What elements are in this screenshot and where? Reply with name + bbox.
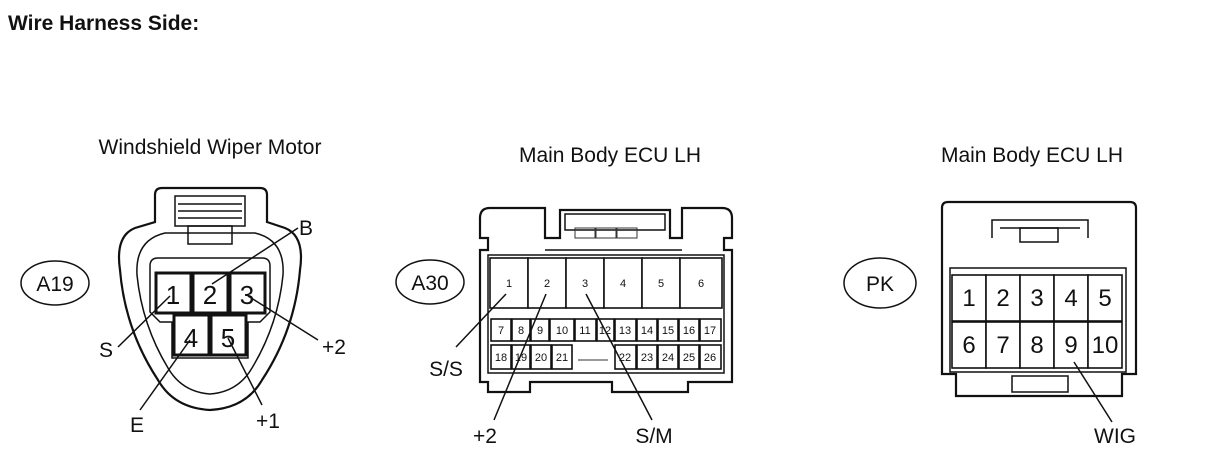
a30-pin-number: 22 bbox=[619, 352, 631, 364]
connector-pk-latch bbox=[991, 219, 1089, 238]
a30-top-row: 1 2 3 4 5 6 bbox=[489, 257, 723, 309]
a30-pin-number: 3 bbox=[582, 278, 588, 290]
a30-callout-line bbox=[493, 293, 547, 421]
a30-pin-number: 23 bbox=[641, 352, 653, 364]
a30-pin-number: 18 bbox=[495, 352, 507, 364]
pk-pin-number: 4 bbox=[1064, 285, 1077, 312]
a30-low-row-right: 22 23 24 25 26 bbox=[614, 344, 722, 370]
connector-pk-name: Main Body ECU LH bbox=[941, 144, 1123, 167]
connector-pk-pin-area bbox=[949, 267, 1127, 373]
a19-pin-cell bbox=[172, 313, 211, 357]
a30-low-row-left: 18 19 20 21 bbox=[490, 344, 573, 370]
connector-pk: Main Body ECU LH PK 1 2 3 4 5 bbox=[843, 144, 1138, 448]
pk-pin-number: 7 bbox=[996, 332, 1009, 359]
connector-a19-name: Windshield Wiper Motor bbox=[99, 136, 322, 159]
pk-callout-label: WIG bbox=[1094, 425, 1136, 448]
a19-callout-label: B bbox=[299, 217, 313, 240]
connector-a30: Main Body ECU LH A30 1 2 3 4 5 6 bbox=[395, 144, 734, 448]
connector-pk-housing bbox=[940, 200, 1138, 398]
pk-pin-number: 8 bbox=[1030, 332, 1043, 359]
a30-pin-number: 4 bbox=[620, 278, 626, 290]
a30-pin-number: 6 bbox=[698, 278, 704, 290]
a30-pin-number: 10 bbox=[556, 325, 568, 337]
pk-pin-number: 1 bbox=[962, 285, 975, 312]
a30-pin-number: 24 bbox=[662, 352, 674, 364]
a19-pin-number: 4 bbox=[184, 323, 198, 353]
connector-a30-clip bbox=[564, 213, 666, 231]
a30-pin-number: 13 bbox=[619, 325, 631, 337]
a19-callout-line bbox=[211, 227, 299, 285]
a19-pin-number: 3 bbox=[240, 280, 254, 310]
a30-pin-number: 11 bbox=[579, 325, 590, 337]
a30-callout-label: S/M bbox=[635, 425, 672, 448]
pk-pin-number: 5 bbox=[1098, 285, 1111, 312]
a30-pin-number: 17 bbox=[704, 325, 716, 337]
pk-pin-number: 9 bbox=[1064, 332, 1077, 359]
a30-pin-number: 5 bbox=[658, 278, 664, 290]
pk-pin-number: 3 bbox=[1030, 285, 1043, 312]
a30-callout-label: S/S bbox=[429, 358, 463, 381]
a19-callout-label: E bbox=[130, 414, 144, 437]
connector-a19-housing bbox=[117, 186, 303, 412]
a30-pin-number: 14 bbox=[641, 325, 653, 337]
connector-a19-pin-area bbox=[149, 257, 271, 359]
a19-pin-number: 2 bbox=[203, 280, 217, 310]
connector-a19-id: A19 bbox=[36, 273, 73, 296]
a30-pin-number: 21 bbox=[556, 352, 568, 364]
connector-a19-inner-body bbox=[136, 232, 284, 395]
pk-pin-number: 10 bbox=[1092, 332, 1119, 359]
a19-callout-line bbox=[247, 295, 319, 341]
connector-pk-bottom-clip bbox=[1011, 375, 1069, 393]
a30-pin-number: 7 bbox=[498, 325, 504, 337]
connector-pk-id-oval bbox=[843, 257, 917, 309]
a30-pin-number: 16 bbox=[683, 325, 695, 337]
a19-callout-line bbox=[139, 339, 191, 411]
a19-pin-number: 1 bbox=[166, 280, 180, 310]
connector-a30-id: A30 bbox=[411, 272, 448, 295]
a30-pin-number: 20 bbox=[535, 352, 547, 364]
a30-mid-row: 7 8 9 10 11 12 13 14 15 16 17 bbox=[490, 318, 722, 342]
connector-a30-name: Main Body ECU LH bbox=[519, 144, 701, 167]
a30-pin-number: 9 bbox=[537, 325, 543, 337]
a30-pin-number: 25 bbox=[683, 352, 695, 364]
connector-a19-id-oval bbox=[20, 260, 90, 306]
a30-callout-line bbox=[455, 293, 507, 348]
pk-pin-number: 2 bbox=[996, 285, 1009, 312]
pk-callout-line bbox=[1073, 361, 1113, 423]
connector-a30-housing bbox=[478, 206, 734, 394]
connector-a19: Windshield Wiper Motor A19 1 2 3 4 5 bbox=[20, 136, 346, 437]
pk-pin-number: 6 bbox=[962, 332, 975, 359]
a19-callout-label: +1 bbox=[256, 410, 280, 433]
pk-bottom-row: 6 7 8 9 10 bbox=[951, 321, 1123, 369]
a19-callout-label: +2 bbox=[322, 336, 346, 359]
pk-top-row: 1 2 3 4 5 bbox=[951, 274, 1123, 322]
a19-callout-label: S bbox=[99, 339, 113, 362]
connector-pk-id: PK bbox=[866, 273, 894, 296]
a30-callout-label: +2 bbox=[473, 425, 497, 448]
connector-a19-latch-tab bbox=[187, 225, 233, 245]
a19-pin-cell bbox=[191, 271, 230, 315]
a19-pin-cell bbox=[154, 271, 193, 315]
connector-a30-id-oval bbox=[395, 259, 465, 305]
a30-pin-number: 1 bbox=[506, 278, 512, 290]
a30-callout-line bbox=[585, 293, 653, 421]
a30-pin-number: 26 bbox=[704, 352, 716, 364]
a19-callout-line bbox=[227, 337, 263, 406]
page-title: Wire Harness Side: bbox=[8, 12, 199, 35]
a19-pin-cell bbox=[228, 271, 267, 315]
a19-pin-cell bbox=[209, 313, 248, 357]
a30-pin-number: 15 bbox=[662, 325, 674, 337]
a19-callout-line bbox=[117, 295, 171, 348]
a30-pin-number: 8 bbox=[518, 325, 524, 337]
a30-pin-number: 2 bbox=[544, 278, 550, 290]
